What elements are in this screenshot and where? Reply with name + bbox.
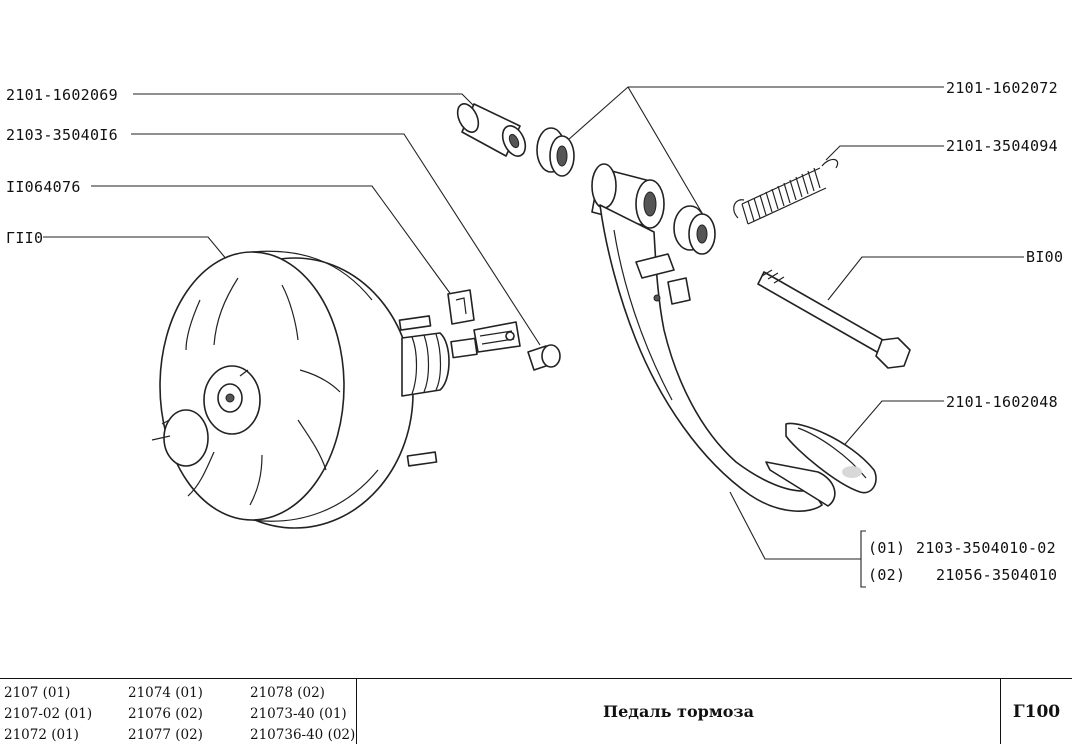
callout-bolt-B100: BI00: [1026, 248, 1063, 266]
flanged-bushing-lower: [673, 205, 716, 255]
model-column-2: 21074 (01) 21076 (02) 21077 (02): [128, 683, 203, 746]
page-title: Педаль тормоза: [357, 679, 1001, 744]
model-entry: 21077 (02): [128, 727, 203, 743]
page-code: Г100: [1012, 701, 1061, 722]
callout-pin-2103-3504016: 2103-35040I6: [6, 126, 118, 144]
pedal-pad: [785, 422, 877, 494]
brake-pedal-lever: [591, 163, 836, 512]
model-applicability-list: 2107 (01) 2107-02 (01) 21072 (01) 21074 …: [0, 679, 357, 744]
return-spring: [733, 158, 839, 225]
callout-pedal-variant-tag-01: (01): [868, 539, 905, 557]
callout-booster-G110: ГII0: [6, 229, 43, 247]
model-entry: 21078 (02): [250, 685, 325, 701]
spring-coils: [741, 167, 827, 225]
clevis-pin: [527, 344, 561, 371]
brake-booster: [151, 250, 521, 529]
callout-spring-2101-3504094: 2101-3504094: [946, 137, 1058, 155]
model-entry: 210736-40 (02): [250, 727, 356, 743]
bushing-tube: [456, 103, 527, 157]
callout-pedal-variant-part-02: 21056-3504010: [936, 566, 1057, 584]
title-block: 2107 (01) 2107-02 (01) 21072 (01) 21074 …: [0, 678, 1072, 744]
pedal-variant-bracket: [857, 530, 866, 588]
model-entry: 2107-02 (01): [4, 706, 93, 722]
model-column-1: 2107 (01) 2107-02 (01) 21072 (01): [4, 683, 92, 746]
model-entry: 21072 (01): [4, 727, 79, 743]
model-column-3: 21078 (02) 21073-40 (01) 210736-40 (02): [250, 683, 355, 746]
model-entry: 21074 (01): [128, 685, 203, 701]
callout-clip-II064076: II064076: [6, 178, 81, 196]
model-entry: 21076 (02): [128, 706, 203, 722]
callout-pad-2101-1602048: 2101-1602048: [946, 393, 1058, 411]
model-entry: 2107 (01): [4, 685, 71, 701]
flanged-bushing-upper: [536, 127, 575, 177]
callout-pedal-variant-tag-02: (02): [868, 566, 905, 584]
model-entry: 21073-40 (01): [250, 706, 347, 722]
callout-pedal-variant-part-01: 2103-3504010-02: [916, 539, 1056, 557]
leader-lines: [43, 86, 1024, 560]
callout-bushing-2101-1602069: 2101-1602069: [6, 86, 118, 104]
callout-bushing-2101-1602072: 2101-1602072: [946, 79, 1058, 97]
pivot-bolt: [757, 269, 911, 369]
